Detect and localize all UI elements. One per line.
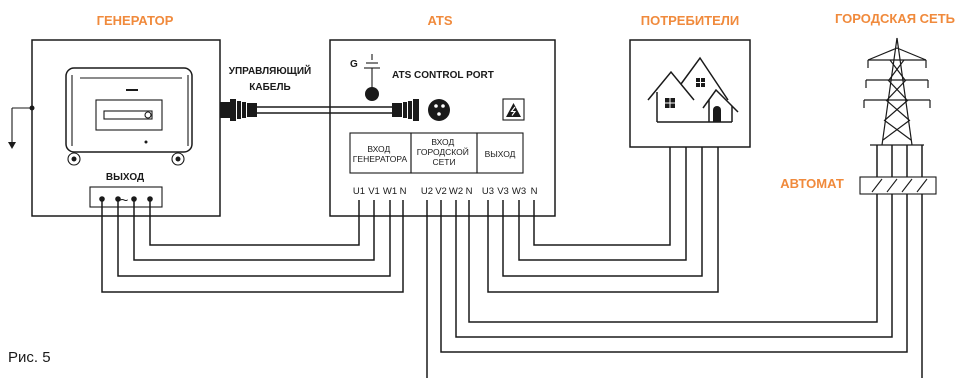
svg-text:N: N — [400, 186, 407, 197]
svg-text:V2: V2 — [435, 186, 447, 197]
control-port-label: ATS CONTROL PORT — [392, 70, 494, 81]
breaker-label: АВТОМАТ — [780, 176, 844, 191]
wiring — [101, 145, 923, 378]
svg-text:G: G — [350, 59, 358, 70]
terminal-labels: U1 V1 W1 N U2 V2 W2 N U3 V3 W3 N — [353, 186, 538, 197]
svg-text:W2: W2 — [449, 186, 463, 197]
power-tower-icon — [863, 37, 931, 146]
control-cable — [220, 99, 450, 121]
block-generator-input: ВХОД ГЕНЕРАТОРА — [353, 144, 408, 164]
grid-heading: ГОРОДСКАЯ СЕТЬ — [835, 11, 955, 26]
generator-output-label: ВЫХОД — [106, 172, 144, 183]
svg-text:W3: W3 — [512, 186, 526, 197]
breaker — [859, 176, 937, 195]
svg-text:N: N — [466, 186, 473, 197]
generator-box — [8, 39, 221, 217]
svg-text:N: N — [531, 186, 538, 197]
generator-heading: ГЕНЕРАТОР — [97, 13, 174, 28]
ac-symbol: ~ — [120, 192, 129, 209]
ats-input-blocks — [349, 132, 524, 174]
consumers-box — [629, 39, 751, 148]
ats-box — [329, 39, 556, 217]
generator-icon — [65, 67, 193, 166]
consumers-heading: ПОТРЕБИТЕЛИ — [641, 13, 740, 28]
ats-heading: ATS — [427, 13, 452, 28]
lightning-warning-icon — [502, 98, 525, 121]
control-cable-label-2: КАБЕЛЬ — [249, 82, 290, 93]
svg-text:W1: W1 — [383, 186, 397, 197]
svg-text:V3: V3 — [497, 186, 509, 197]
svg-text:V1: V1 — [368, 186, 380, 197]
generator-output-terminal: ~ — [89, 186, 163, 209]
svg-text:U1: U1 — [353, 186, 365, 197]
svg-text:U3: U3 — [482, 186, 494, 197]
control-cable-label-1: УПРАВЛЯЮЩИЙ — [229, 64, 311, 77]
houses-icon — [647, 56, 739, 123]
ground-terminal: G — [350, 54, 380, 101]
figure-caption: Рис. 5 — [8, 349, 51, 366]
svg-text:U2: U2 — [421, 186, 433, 197]
block-grid-input: ВХОД ГОРОДСКОЙ СЕТИ — [417, 137, 472, 167]
block-output: ВЫХОД — [485, 149, 516, 159]
